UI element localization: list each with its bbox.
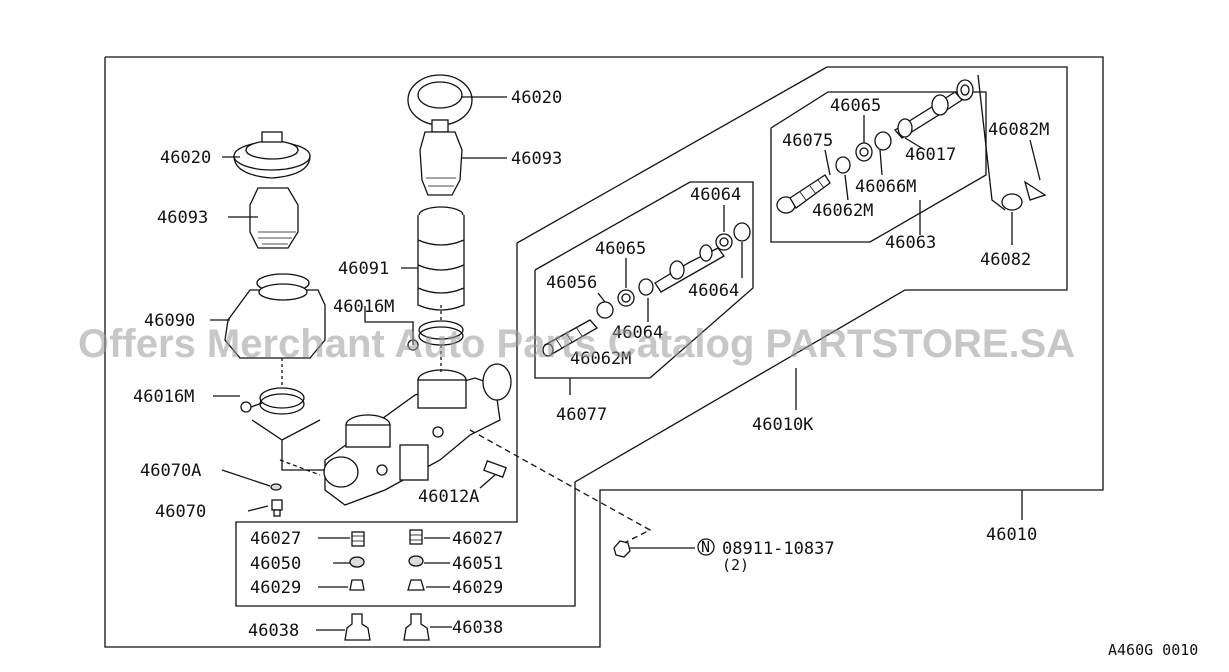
callout-46020-left: 46020	[160, 148, 211, 168]
bleeder-screw-46012A	[483, 460, 507, 478]
callout-46063: 46063	[885, 233, 936, 253]
callout-46064-a: 46064	[690, 185, 741, 205]
callout-46016M-left: 46016M	[133, 387, 194, 407]
callout-46077: 46077	[556, 405, 607, 425]
master-cylinder-body	[323, 363, 512, 506]
callout-46062M-b: 46062M	[812, 201, 873, 221]
reservoir-cap-top	[407, 74, 473, 133]
assembly-frame-46010	[104, 56, 1104, 648]
callout-46091: 46091	[338, 259, 389, 279]
callout-46066M: 46066M	[855, 177, 916, 197]
piston-kit-46077-parts	[542, 222, 751, 357]
callout-46070A: 46070A	[140, 461, 201, 481]
callout-46090: 46090	[144, 311, 195, 331]
callout-46075: 46075	[782, 131, 833, 151]
callout-46056: 46056	[546, 273, 597, 293]
fitting-46038-right	[403, 613, 430, 641]
callout-46064-c: 46064	[612, 323, 663, 343]
callout-nut-qty: (2)	[722, 556, 749, 574]
callout-46050: 46050	[250, 554, 301, 574]
screw-46070	[271, 499, 283, 517]
callout-46065-a: 46065	[595, 239, 646, 259]
strainer-left	[249, 187, 299, 249]
callout-46093-left: 46093	[157, 208, 208, 228]
frame-46077	[534, 181, 754, 379]
seat-46029-left	[349, 579, 365, 591]
n-symbol	[697, 538, 715, 556]
callout-46017: 46017	[905, 145, 956, 165]
clamp-left-46016M	[240, 387, 305, 415]
nut-08911-10837	[613, 540, 631, 558]
callout-46012A: 46012A	[418, 487, 479, 507]
seat-46029-right	[407, 579, 425, 591]
spring-46027-right	[409, 529, 423, 545]
figure-code: A460G 0010	[1108, 641, 1198, 659]
frame-46063	[770, 91, 987, 243]
callout-nut-part: 08911-10837	[722, 539, 835, 559]
strainer-top	[419, 131, 463, 196]
callout-46010K: 46010K	[752, 415, 814, 435]
callout-46062M-a: 46062M	[570, 349, 631, 369]
callout-46016M-mid: 46016M	[333, 297, 394, 317]
nut-circle-letter: N	[701, 538, 710, 556]
callout-46027-left: 46027	[250, 529, 301, 549]
valve-46051	[408, 555, 424, 567]
leader-lines	[210, 96, 1041, 631]
callout-46070: 46070	[155, 502, 206, 522]
callout-46020-top: 46020	[511, 88, 562, 108]
callout-46010: 46010	[986, 525, 1037, 545]
callout-46051: 46051	[452, 554, 503, 574]
clamp-mid-46016M	[407, 320, 464, 351]
callout-46038-right: 46038	[452, 618, 503, 638]
callout-46082M: 46082M	[988, 120, 1049, 140]
piston-kit-46063-parts	[776, 79, 1047, 214]
callout-46093-top: 46093	[511, 149, 562, 169]
fitting-46038-left	[344, 613, 371, 641]
callout-46082: 46082	[980, 250, 1031, 270]
callout-46027-right: 46027	[452, 529, 503, 549]
callout-46064-b: 46064	[688, 281, 739, 301]
callout-46038-left: 46038	[248, 621, 299, 641]
frame-46010K	[235, 66, 1068, 607]
spring-46027-left	[351, 531, 365, 547]
valve-46050	[349, 556, 365, 568]
reservoir-tube-46091	[417, 206, 465, 311]
callout-46029-left: 46029	[250, 578, 301, 598]
reservoir-tank-46090	[224, 273, 326, 359]
callout-46029-right: 46029	[452, 578, 503, 598]
reservoir-cap-left	[233, 131, 311, 179]
callout-46065-b: 46065	[830, 96, 881, 116]
watermark: Offers Merchant Auto Parts Catalog PARTS…	[78, 322, 1075, 366]
